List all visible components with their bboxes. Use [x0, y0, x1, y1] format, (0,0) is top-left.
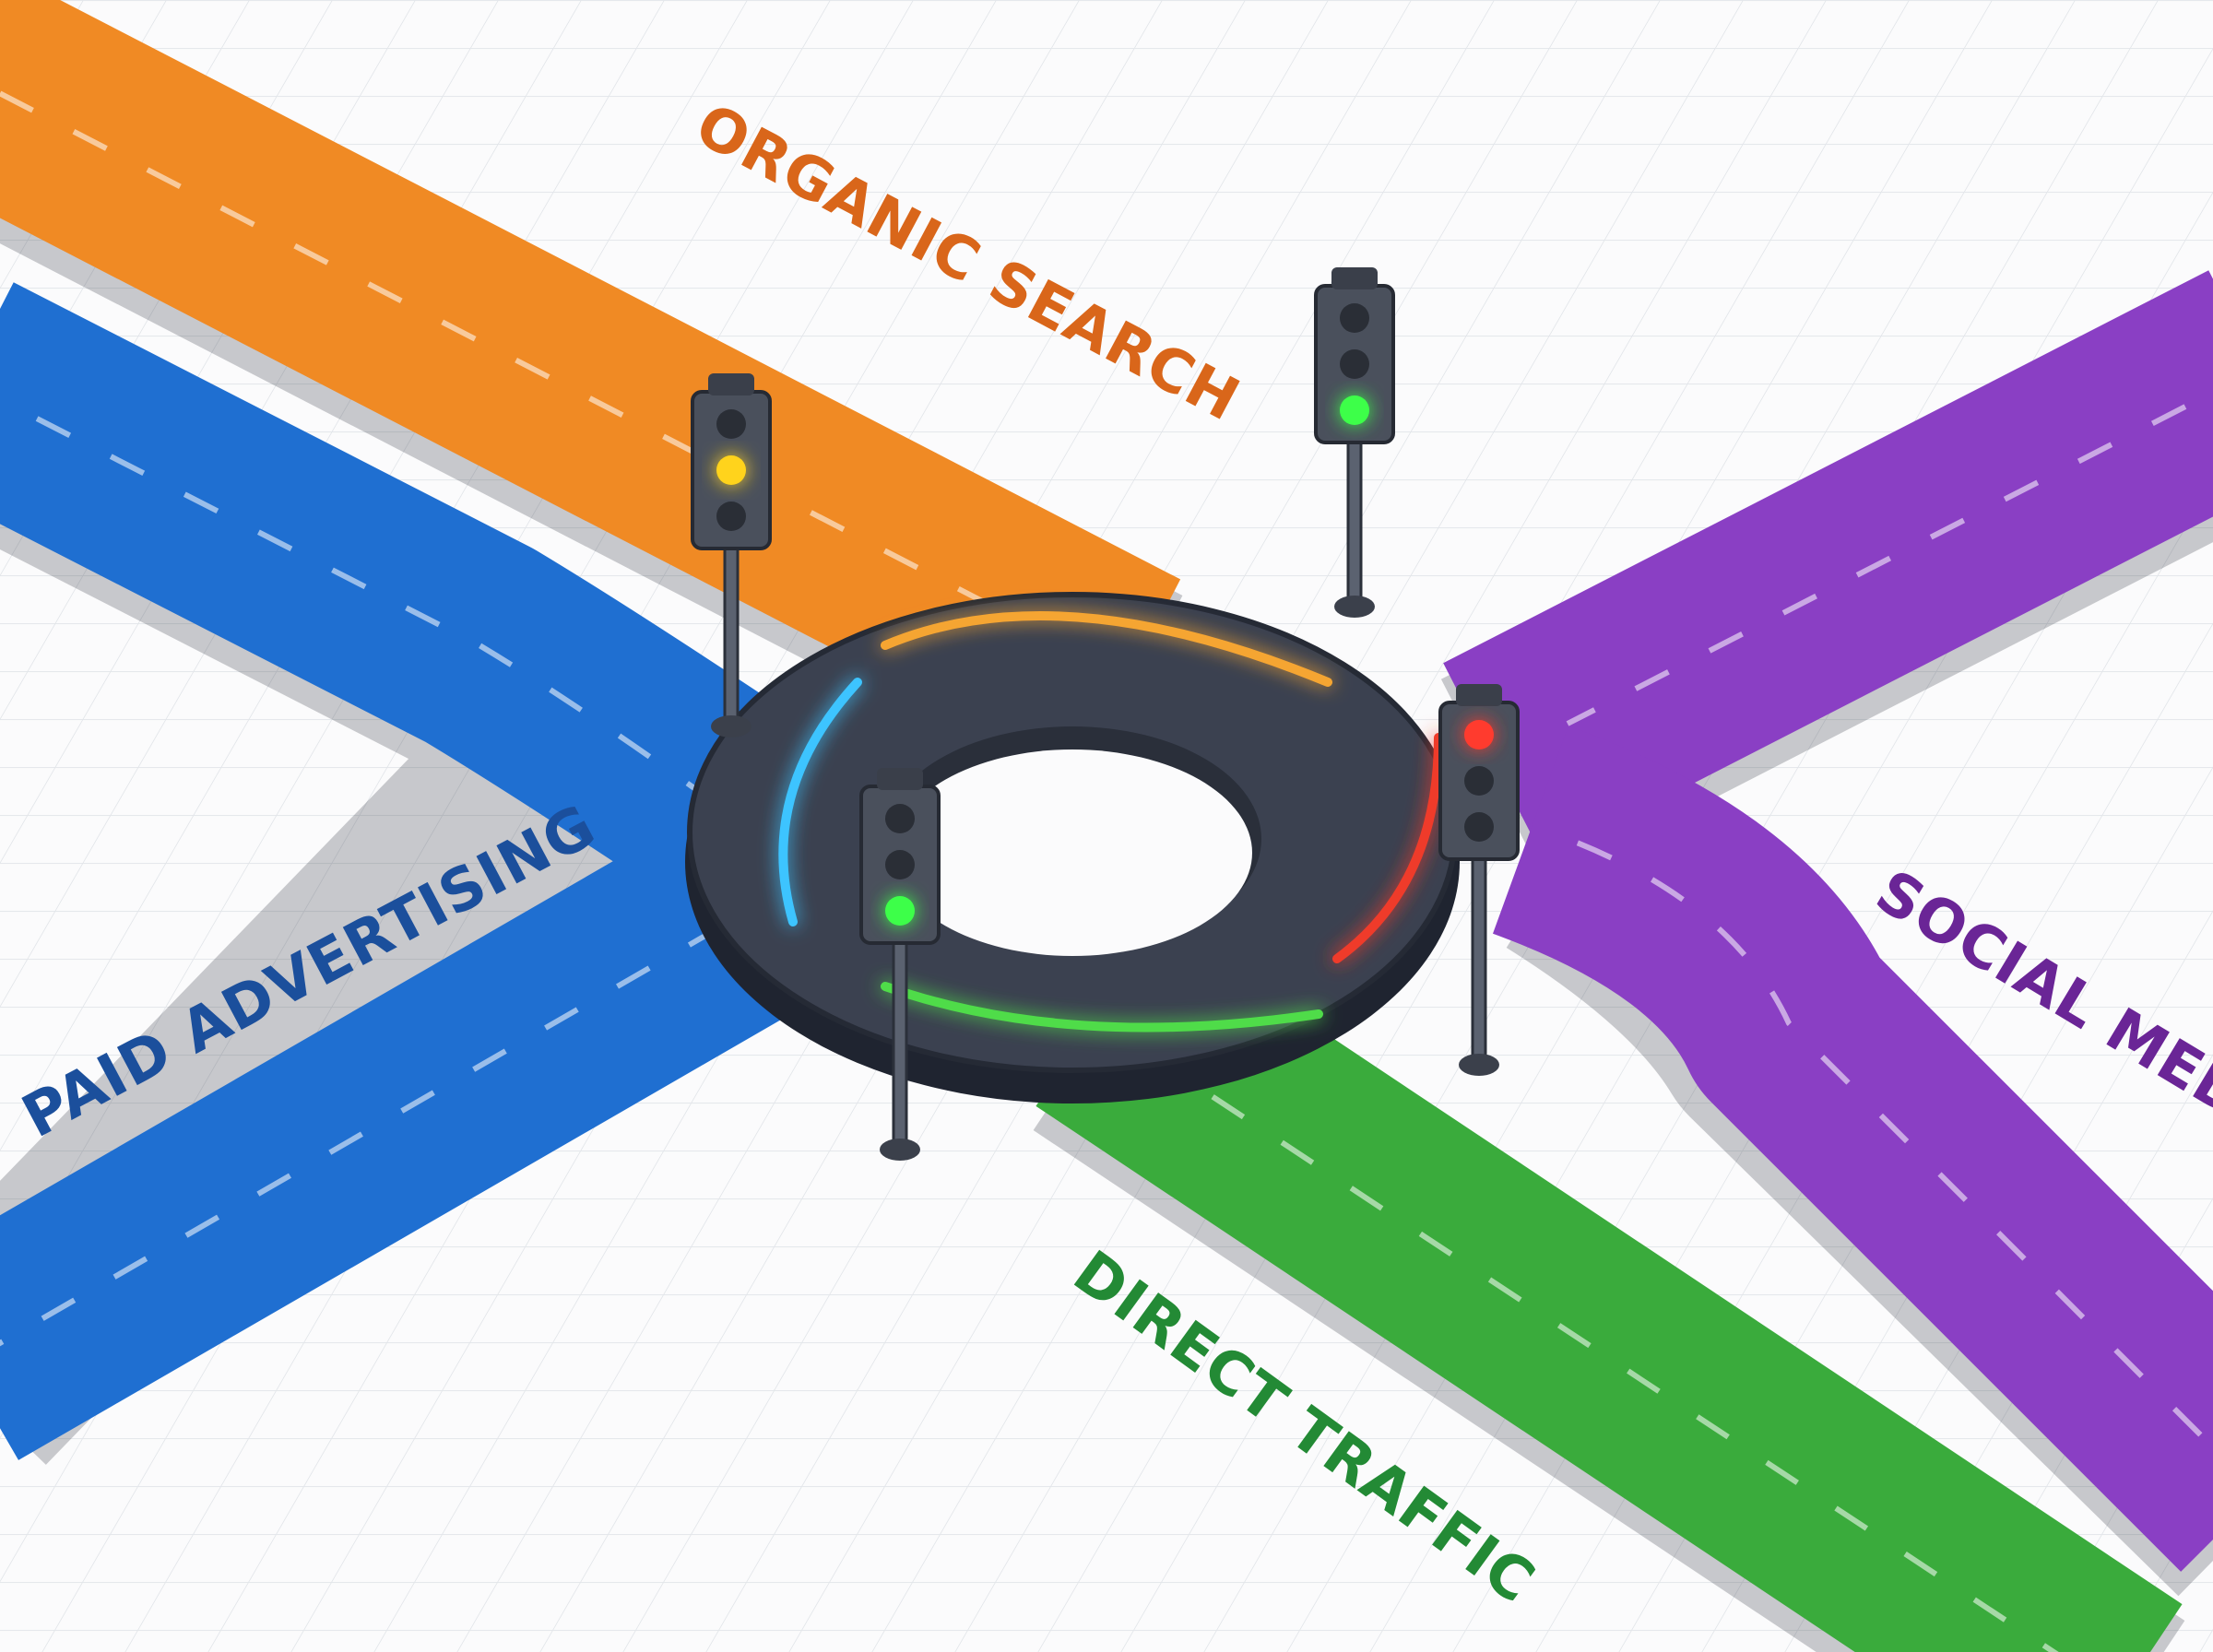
- yellow-lamp: [716, 455, 746, 485]
- green-lamp: [716, 502, 746, 531]
- yellow-lamp: [1340, 349, 1369, 379]
- yellow-lamp: [885, 850, 915, 879]
- traffic-light-organic-exit: [1314, 267, 1395, 618]
- traffic-lights: [691, 267, 1520, 1161]
- flow-arrow-green: [881, 982, 1323, 1032]
- green-lamp: [1340, 395, 1369, 425]
- flow-arrow-orange: [881, 611, 1332, 687]
- green-lamp: [885, 896, 915, 926]
- green-lamp: [1464, 812, 1494, 842]
- red-lamp: [885, 804, 915, 833]
- traffic-light-paid-entry: [691, 373, 772, 738]
- red-lamp: [716, 409, 746, 439]
- yellow-lamp: [1464, 766, 1494, 796]
- roundabout: [685, 592, 1460, 1103]
- traffic-light-direct-entry: [859, 768, 941, 1161]
- traffic-light-social-entry: [1438, 684, 1520, 1076]
- flow-arrow-blue: [778, 678, 862, 926]
- direct-traffic-road: [1035, 922, 2183, 1652]
- red-lamp: [1464, 720, 1494, 749]
- flow-arrow-red: [1332, 733, 1443, 963]
- red-lamp: [1340, 303, 1369, 333]
